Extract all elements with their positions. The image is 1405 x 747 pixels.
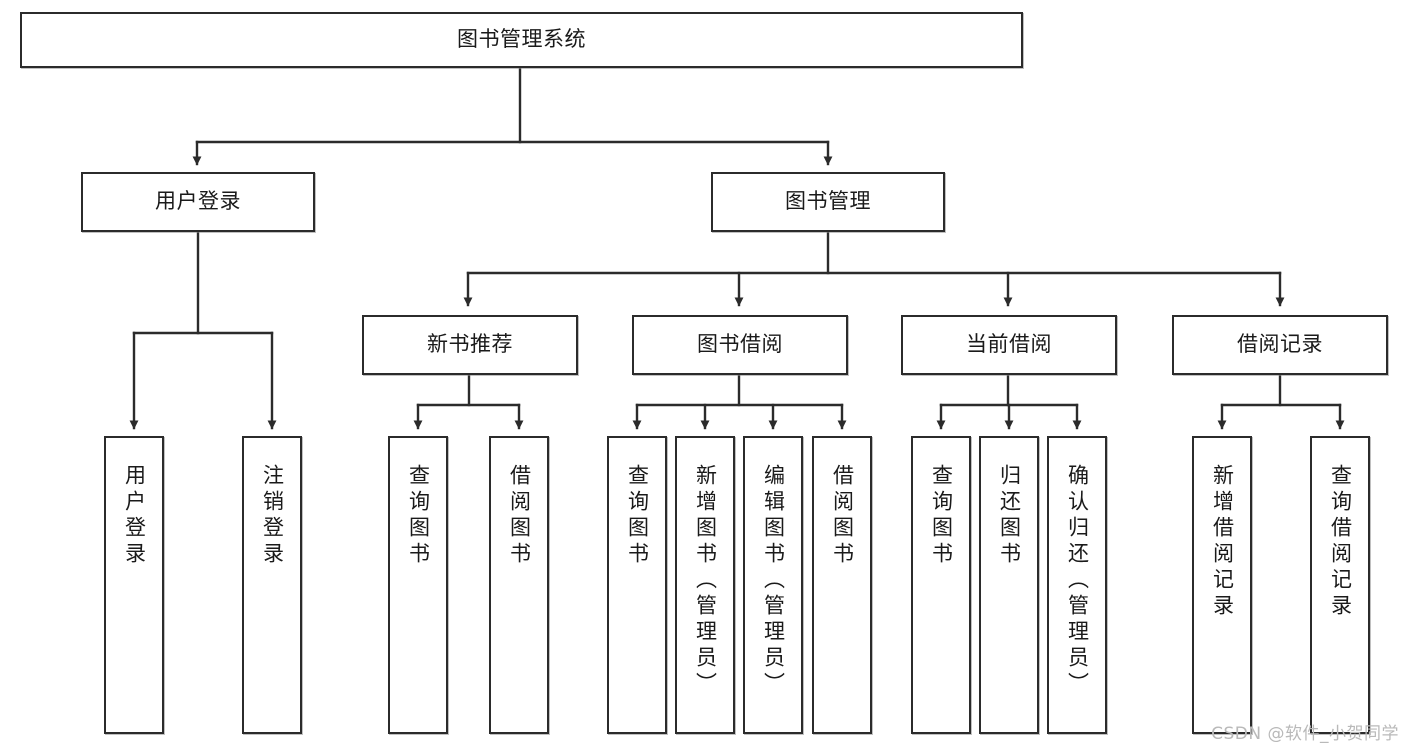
node-user-login[interactable]: 用户登录: [81, 172, 315, 232]
node-label: 借阅图书: [830, 464, 855, 568]
node-current-borrow[interactable]: 当前借阅: [901, 315, 1117, 375]
node-leaf-query-borrow-record[interactable]: 查询借阅记录: [1310, 436, 1370, 734]
node-label: 借阅图书: [507, 464, 532, 568]
node-label: 查询图书: [406, 464, 431, 568]
node-book-borrow[interactable]: 图书借阅: [632, 315, 848, 375]
node-label: 查询图书: [625, 464, 650, 568]
node-label: 编辑图书（管理员）: [761, 464, 786, 698]
node-leaf-add-book[interactable]: 新增图书（管理员）: [675, 436, 735, 734]
node-label: 查询图书: [929, 464, 954, 568]
node-label: 查询借阅记录: [1328, 464, 1353, 620]
node-label: 新增借阅记录: [1210, 464, 1235, 620]
node-leaf-add-borrow-record[interactable]: 新增借阅记录: [1192, 436, 1252, 734]
node-label: 用户登录: [155, 189, 241, 214]
node-label: 归还图书: [997, 464, 1022, 568]
node-leaf-query-book-1[interactable]: 查询图书: [388, 436, 448, 734]
node-label: 用户登录: [122, 464, 147, 568]
node-new-book-recommendation[interactable]: 新书推荐: [362, 315, 578, 375]
node-leaf-query-book-3[interactable]: 查询图书: [911, 436, 971, 734]
node-label: 新书推荐: [427, 332, 513, 357]
node-label: 图书管理: [785, 189, 871, 214]
node-leaf-borrow-book-2[interactable]: 借阅图书: [812, 436, 872, 734]
node-leaf-borrow-book-1[interactable]: 借阅图书: [489, 436, 549, 734]
node-label: 图书借阅: [697, 332, 783, 357]
node-label: 当前借阅: [966, 332, 1052, 357]
node-book-management[interactable]: 图书管理: [711, 172, 945, 232]
node-leaf-user-login[interactable]: 用户登录: [104, 436, 164, 734]
node-label: 注销登录: [260, 464, 285, 568]
node-leaf-confirm-return[interactable]: 确认归还（管理员）: [1047, 436, 1107, 734]
node-label: 借阅记录: [1237, 332, 1323, 357]
node-label: 确认归还（管理员）: [1065, 464, 1090, 698]
node-label: 图书管理系统: [457, 27, 586, 52]
node-leaf-logout[interactable]: 注销登录: [242, 436, 302, 734]
node-leaf-edit-book[interactable]: 编辑图书（管理员）: [743, 436, 803, 734]
node-leaf-return-book[interactable]: 归还图书: [979, 436, 1039, 734]
node-borrow-record[interactable]: 借阅记录: [1172, 315, 1388, 375]
node-book-management-system[interactable]: 图书管理系统: [20, 12, 1023, 68]
node-label: 新增图书（管理员）: [693, 464, 718, 698]
node-leaf-query-book-2[interactable]: 查询图书: [607, 436, 667, 734]
